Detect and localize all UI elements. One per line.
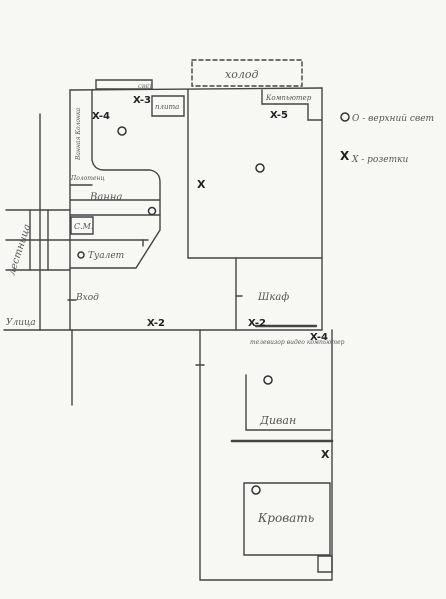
ceiling-light-icon xyxy=(118,127,126,135)
bed-label: Кровать xyxy=(257,511,314,525)
washing-machine-label: С.М. xyxy=(74,222,93,231)
tv-label: телевизор видео компьютер xyxy=(250,339,345,346)
top-small-box xyxy=(96,80,152,89)
computer-label: Компьютер xyxy=(265,94,312,102)
sofa-label: Диван xyxy=(259,414,296,427)
ceiling-light-icon xyxy=(256,164,264,172)
fridge-box xyxy=(192,60,302,86)
stove-box xyxy=(152,96,184,116)
washing-machine-box xyxy=(71,217,93,234)
nightstand xyxy=(318,556,332,572)
computer-desk xyxy=(262,90,322,120)
legend-light-icon xyxy=(341,113,349,121)
street-label: Улица xyxy=(6,318,36,328)
bathroom-outline xyxy=(70,90,160,268)
socket-mark-x2-left: X-2 xyxy=(147,318,165,329)
legend-socket-label: X - розетки xyxy=(351,155,408,165)
stove-label: плита xyxy=(155,103,179,111)
entrance-label: Вход xyxy=(75,293,99,303)
socket-mark-x5: X-5 xyxy=(270,110,288,121)
bed-box xyxy=(244,483,330,555)
socket-mark-x2-right: X-2 xyxy=(248,318,266,329)
top-box-label: СВЕТ xyxy=(138,84,153,90)
legend-socket-icon: X xyxy=(340,149,350,163)
toilet-label: Туалет xyxy=(88,251,124,261)
socket-mark-x4-tv: X-4 xyxy=(310,332,328,343)
ceiling-light-icon xyxy=(78,252,84,258)
sofa-box xyxy=(246,375,330,430)
bath-label: Ванна xyxy=(89,192,122,203)
socket-icon: X xyxy=(321,448,330,461)
wardrobe-label: Шкаф xyxy=(257,292,289,303)
bath-wall-label: Ванная Колонка xyxy=(75,107,82,161)
legend-light-label: O - верхний свет xyxy=(352,114,434,124)
ceiling-light-icon xyxy=(149,208,156,215)
ceiling-light-icon xyxy=(252,486,260,494)
fridge-label: холод xyxy=(225,68,258,81)
socket-mark-x3: X-3 xyxy=(133,95,151,106)
socket-icon: X xyxy=(197,178,206,191)
towel-label: Полотенц xyxy=(70,175,105,182)
ceiling-light-icon xyxy=(264,376,272,384)
socket-mark-x4-top: X-4 xyxy=(92,111,110,122)
